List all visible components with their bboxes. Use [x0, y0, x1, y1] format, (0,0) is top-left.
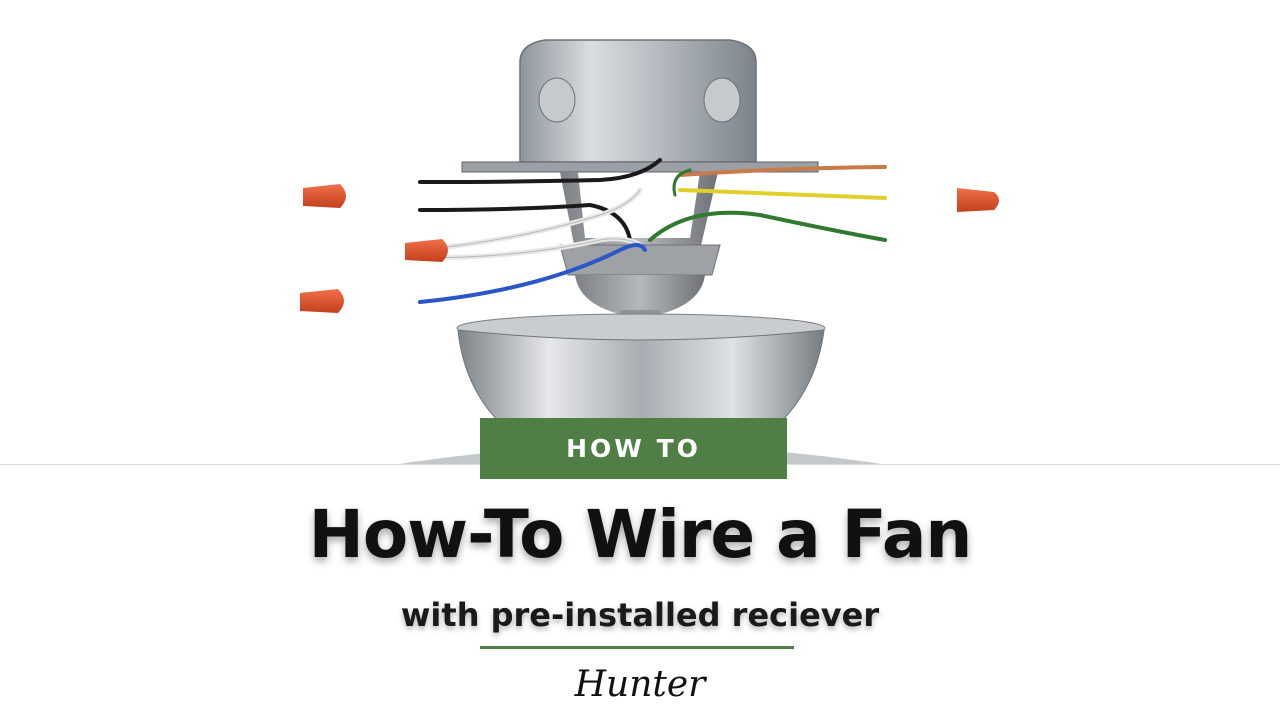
- hunter-logo: Hunter: [574, 664, 706, 705]
- fan-wires: [648, 165, 887, 242]
- subtitle-underline: [480, 646, 794, 649]
- title-card: [0, 464, 1280, 721]
- page-subtitle: with pre-installed reciever: [400, 596, 880, 634]
- receiver-bracket: [559, 172, 721, 330]
- wire-nut-icon: [300, 184, 999, 313]
- page-title: How-To Wire a Fan: [308, 496, 973, 573]
- how-to-badge: HOW TO: [480, 418, 787, 479]
- fan-wiring-illustration: [300, 39, 999, 476]
- house-wires: [417, 158, 662, 304]
- fan-canopy-icon: [330, 313, 950, 476]
- junction-box-icon: [461, 39, 819, 173]
